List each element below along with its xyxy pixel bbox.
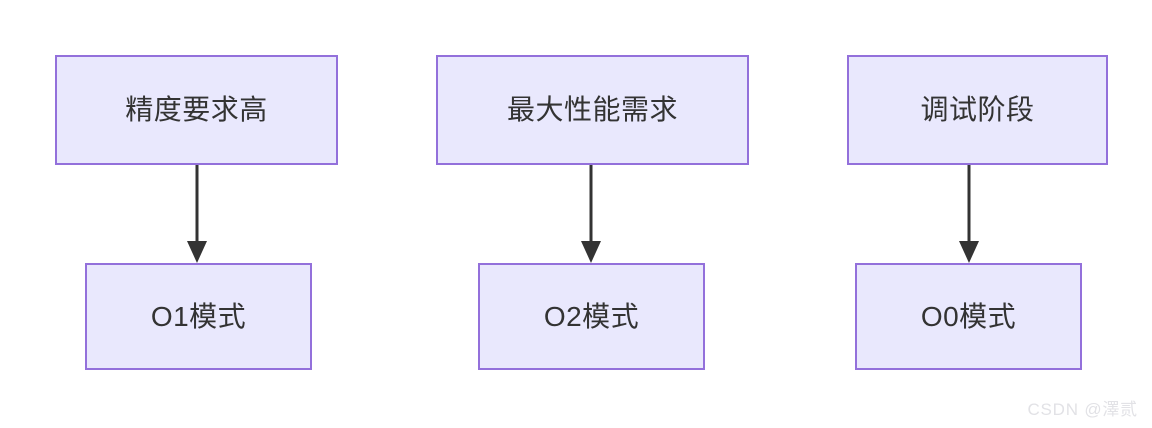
flow-edge-arrow-3 xyxy=(959,165,979,263)
flow-node-label: 精度要求高 xyxy=(125,94,268,126)
flow-node-label: O1模式 xyxy=(150,300,247,332)
flow-edge-arrow-1 xyxy=(187,165,207,263)
flow-node-res1[interactable]: O1模式 xyxy=(85,263,312,370)
flow-node-cond1[interactable]: 精度要求高 xyxy=(55,55,338,165)
flow-node-res2[interactable]: O2模式 xyxy=(478,263,705,370)
flow-edge-arrow-2 xyxy=(581,165,601,263)
flow-node-cond2[interactable]: 最大性能需求 xyxy=(436,55,749,165)
flow-node-label: 调试阶段 xyxy=(920,94,1035,126)
flow-node-label: O2模式 xyxy=(543,300,640,332)
flow-node-label: O0模式 xyxy=(920,300,1017,332)
watermark-text: CSDN @澤贰 xyxy=(1027,400,1138,419)
flow-node-label: 最大性能需求 xyxy=(506,94,678,126)
flow-node-cond3[interactable]: 调试阶段 xyxy=(847,55,1108,165)
flow-node-res3[interactable]: O0模式 xyxy=(855,263,1082,370)
